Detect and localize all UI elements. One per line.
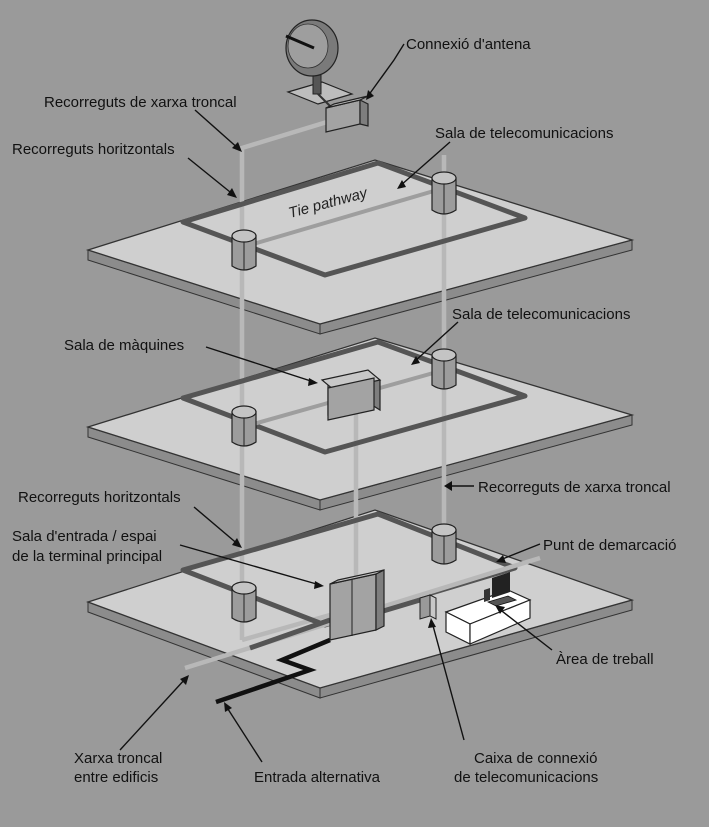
label-campus-backbone-line1: Xarxa troncal [74,750,162,767]
label-outlet-line1: Caixa de connexió [474,750,597,767]
label-horizontal-bottom: Recorreguts horitzontals [18,489,181,506]
telecom-outlet-icon [419,594,437,620]
closet-ground-right [431,523,457,565]
label-horizontal-top: Recorreguts horitzontals [12,141,175,158]
label-backbone-top: Recorreguts de xarxa troncal [44,94,237,111]
desk-computer-icon [444,572,532,645]
label-alternate-entrance: Entrada alternativa [254,769,381,786]
closet-middle-right [431,348,457,390]
top-floor-pathways [180,160,528,278]
entrance-cabinet [329,569,385,641]
satellite-dish-icon [285,19,354,107]
label-work-area: Àrea de treball [556,651,654,668]
closet-top-left [231,229,257,271]
antenna-connection-box [325,95,369,133]
label-demarcation-point: Punt de demarcació [543,537,676,554]
leader-lines [119,43,553,763]
label-antenna-connection: Connexió d'antena [406,36,531,53]
floor-top [85,159,635,335]
label-outlet-line2: de telecomunicacions [454,769,598,786]
equipment-room-box [320,369,382,421]
label-campus-backbone-line2: entre edificis [74,769,158,786]
label-entrance-line1: Sala d'entrada / espai [12,528,157,545]
label-backbone-right: Recorreguts de xarxa troncal [478,479,671,496]
label-entrance-line2: de la terminal principal [12,548,162,565]
label-telecom-room-middle: Sala de telecomunicacions [452,306,630,323]
label-equipment-room: Sala de màquines [64,337,184,354]
floor-middle [85,337,635,511]
closet-top-right [431,171,457,215]
closet-ground-left [231,581,257,623]
label-telecom-room-top: Sala de telecomunicacions [435,125,613,142]
closet-middle-left [231,405,257,447]
